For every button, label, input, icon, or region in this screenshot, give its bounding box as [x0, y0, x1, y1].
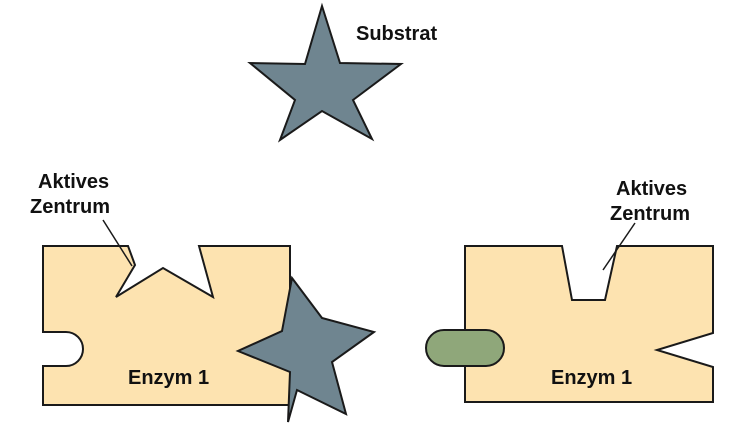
substrate-star-bound [235, 275, 377, 423]
label-substrate: Substrat [356, 23, 437, 45]
label-active-site-left-line1: Aktives [38, 171, 109, 193]
substrate-star-free [247, 2, 404, 143]
label-enzyme-right: Enzym 1 [551, 367, 632, 389]
pointer-line-right [602, 222, 636, 271]
pointer-line-left [102, 219, 133, 267]
label-enzyme-left: Enzym 1 [128, 367, 209, 389]
label-active-site-left-line2: Zentrum [30, 196, 110, 218]
label-active-site-right-line2: Zentrum [610, 203, 690, 225]
inhibitor-pill [425, 329, 505, 367]
enzyme-right [464, 245, 714, 403]
label-active-site-right-line1: Aktives [616, 178, 687, 200]
enzyme-left [42, 245, 291, 406]
